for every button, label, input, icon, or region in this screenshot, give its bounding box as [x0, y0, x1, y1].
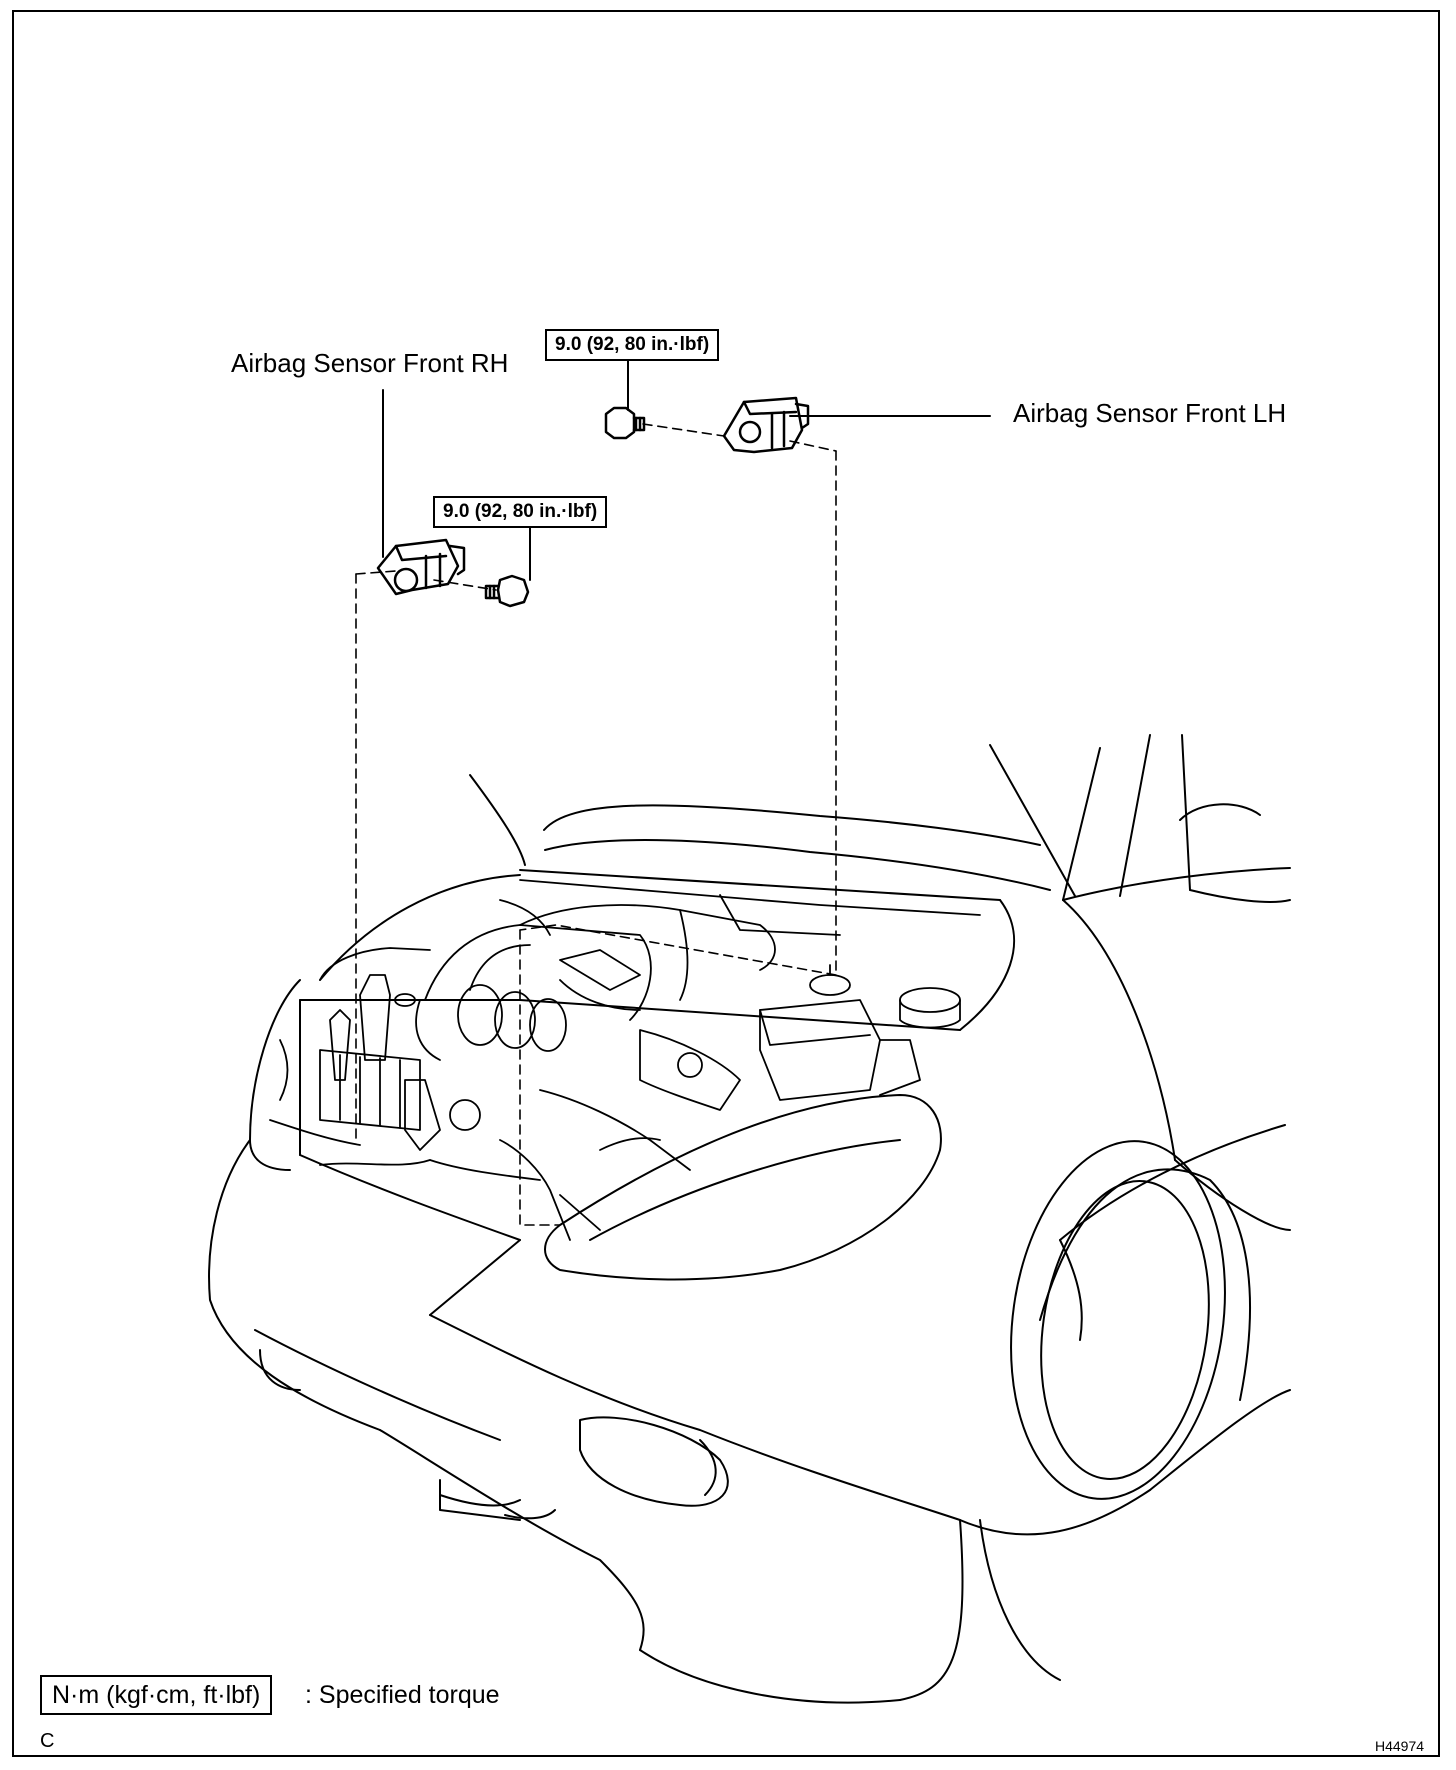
installation-guides [355, 423, 837, 1226]
bolt-rh [484, 574, 530, 608]
engine-details [269, 879, 981, 1241]
car-body [208, 734, 1291, 1704]
airbag-sensor-lh [722, 396, 810, 454]
bolt-lh [604, 406, 646, 440]
figure-code: H44974 [1375, 1738, 1425, 1754]
label-airbag-sensor-front-lh: Airbag Sensor Front LH [1013, 398, 1287, 428]
torque-spec-lh-bolt: 9.0 (92, 80 in.·lbf) [545, 329, 720, 361]
label-airbag-sensor-front-rh: Airbag Sensor Front RH [231, 348, 509, 378]
torque-spec-rh-bolt: 9.0 (92, 80 in.·lbf) [433, 496, 608, 528]
diagram-frame [12, 10, 1440, 1757]
torque-unit-legend-box: N·m (kgf·cm, ft·lbf) [40, 1675, 273, 1715]
airbag-sensor-rh [376, 538, 466, 596]
leader-lines [382, 354, 991, 581]
corner-letter: C [40, 1730, 55, 1752]
torque-legend-description: : Specified torque [305, 1681, 500, 1709]
